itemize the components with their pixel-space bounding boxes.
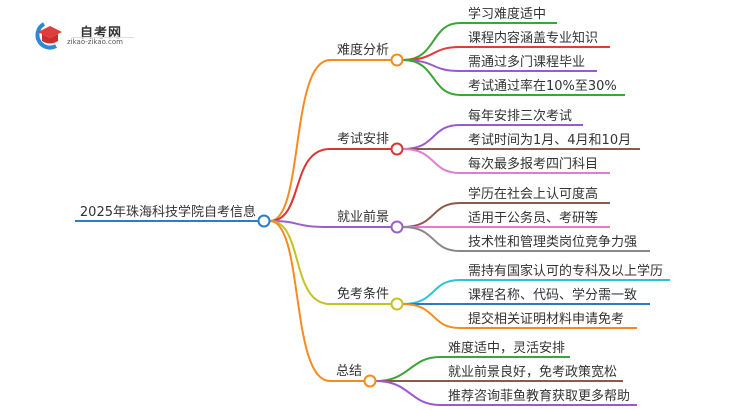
leaf-label[interactable]: 适用于公务员、考研等 [468, 210, 598, 226]
leaf-label[interactable]: 考试时间为1月、4月和10月 [468, 133, 631, 148]
leaf-label[interactable]: 学历在社会上认可度高 [468, 186, 598, 202]
branch-label[interactable]: 难度分析 [337, 42, 389, 58]
leaf-connector [402, 226, 650, 252]
leaf-connector [402, 22, 557, 61]
leaf-label[interactable]: 推荐咨询菲鱼教育获取更多帮助 [448, 388, 630, 404]
branch-connector [269, 220, 391, 305]
branch-label[interactable]: 考试安排 [337, 132, 389, 147]
leaf-label[interactable]: 提交相关证明材料申请免考 [468, 311, 624, 327]
leaf-label[interactable]: 学习难度适中 [468, 6, 546, 22]
branch-3: 免考条件 需持有国家认可的专科及以上学历课程名称、代码、学分需一致提交相关证明材料… [269, 220, 670, 329]
leaf-label[interactable]: 需通过多门课程毕业 [468, 54, 585, 70]
branch-connector [269, 59, 391, 222]
branch-connector [269, 220, 391, 228]
branch-label[interactable]: 免考条件 [337, 286, 389, 302]
logo: 自考网 zikao-zikao.com [30, 20, 140, 50]
leaf-label[interactable]: 每次最多报考四门科目 [468, 156, 598, 172]
leaf-label[interactable]: 需持有国家认可的专科及以上学历 [468, 263, 663, 279]
branch-0: 难度分析 学习难度适中课程内容涵盖专业知识需通过多门课程毕业考试通过率在10%至3… [269, 6, 625, 222]
branch-node[interactable] [390, 53, 404, 67]
leaf-label[interactable]: 课程内容涵盖专业知识 [468, 30, 598, 46]
leaf-connector [375, 380, 637, 406]
branch-connector [269, 148, 391, 222]
branch-node[interactable] [390, 142, 404, 156]
leaf-connector [402, 148, 610, 174]
branch-node[interactable] [390, 297, 404, 311]
leaf-label[interactable]: 就业前景良好，免考政策宽松 [448, 364, 617, 380]
leaf-label[interactable]: 考试通过率在10%至30% [468, 78, 617, 94]
branch-node[interactable] [390, 220, 404, 234]
leaf-label[interactable]: 技术性和管理类岗位竞争力强 [468, 234, 637, 250]
branch-label[interactable]: 总结 [336, 364, 362, 379]
leaf-label[interactable]: 难度适中，灵活安排 [448, 340, 565, 356]
root-label[interactable]: 2025年珠海科技学院自考信息 [80, 204, 256, 220]
leaf-connector [402, 303, 637, 329]
leaf-label[interactable]: 每年安排三次考试 [468, 108, 572, 124]
branch-connector [269, 220, 364, 382]
logo-url: zikao-zikao.com [67, 38, 123, 46]
root-node[interactable] [257, 214, 271, 228]
graduation-cap-icon [35, 22, 62, 50]
branch-node[interactable] [363, 374, 377, 388]
leaf-label[interactable]: 课程名称、代码、学分需一致 [468, 287, 637, 303]
leaf-connector [402, 59, 625, 96]
branch-label[interactable]: 就业前景 [337, 209, 389, 225]
